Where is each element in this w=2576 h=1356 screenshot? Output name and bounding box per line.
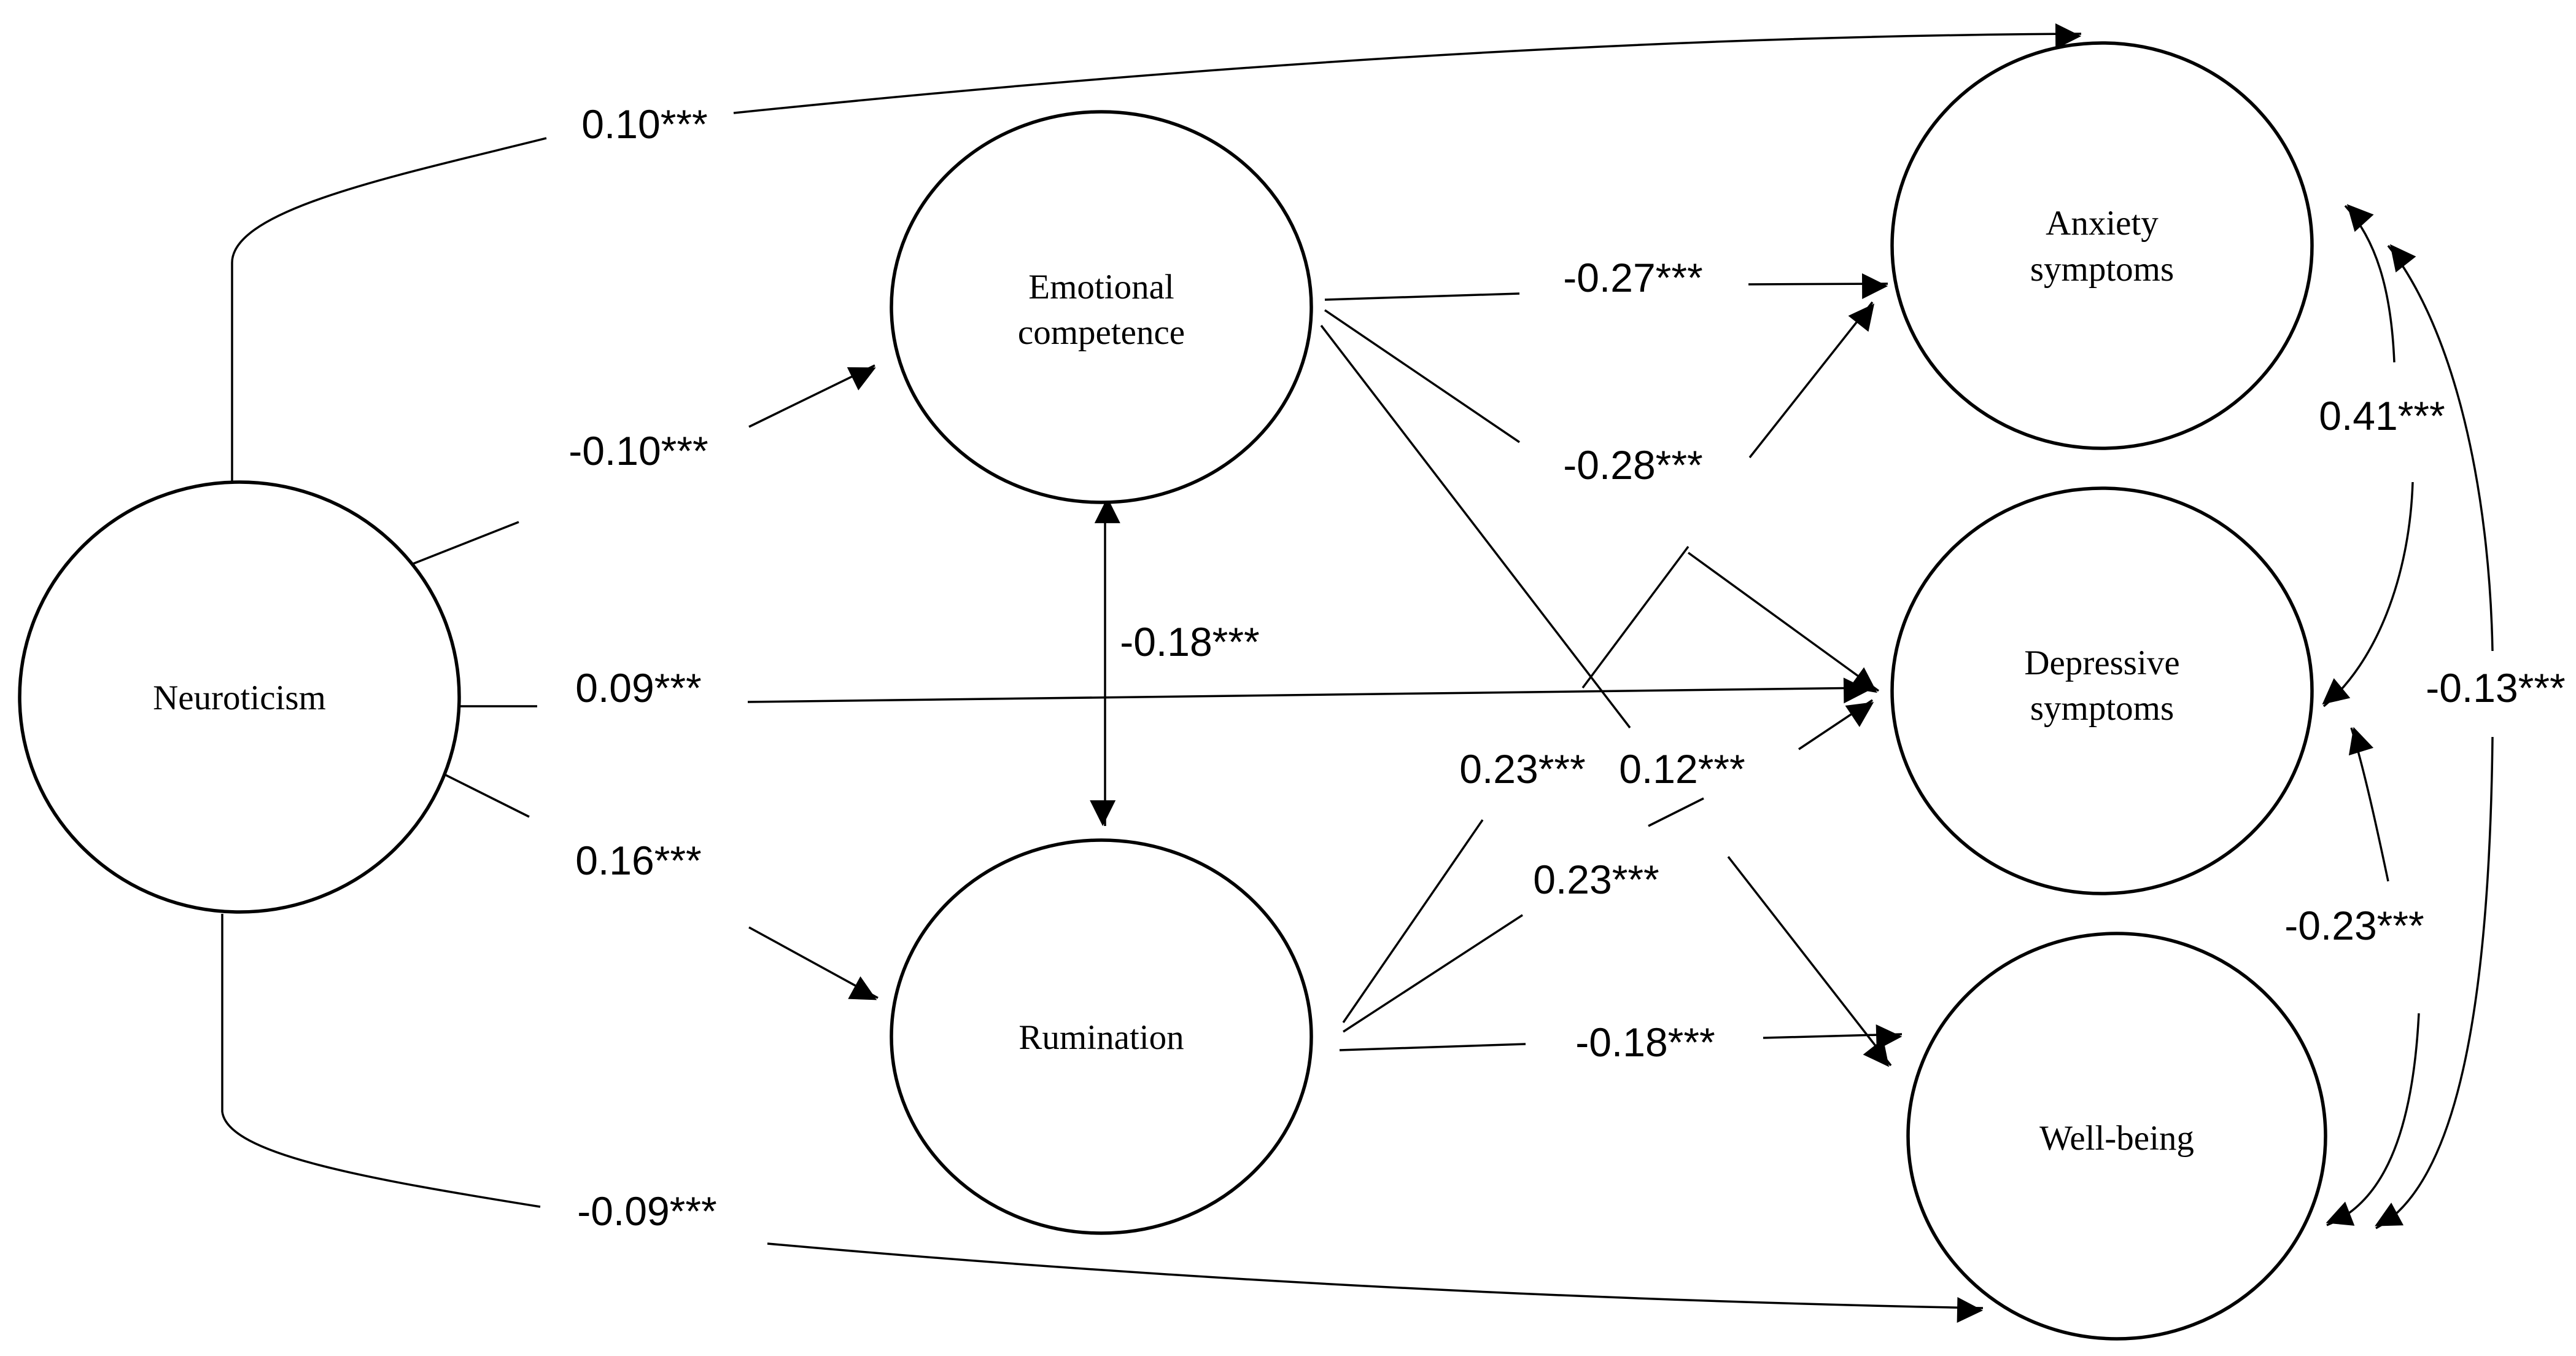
edge-rumination-anxiety <box>1342 819 1484 1023</box>
node-depressive-label-line2: symptoms <box>2030 689 2174 728</box>
node-emotional-competence: Emotional competence <box>890 110 1313 504</box>
coef-neuroticism-emocomp: -0.10*** <box>568 428 708 473</box>
node-emotional-competence-label-line1: Emotional <box>1028 268 1174 306</box>
coef-anxiety-depressive: 0.41*** <box>2319 393 2445 438</box>
coef-rumination-wellbeing: -0.18*** <box>1575 1019 1715 1065</box>
node-neuroticism-label: Neuroticism <box>153 679 326 717</box>
node-neuroticism: Neuroticism <box>18 480 461 914</box>
edge-neuroticism-wellbeing <box>221 914 541 1208</box>
edge-emocomp-depressive-arrow <box>1687 551 1880 693</box>
edge-rumination-wellbeing-arrow <box>1763 1024 1903 1050</box>
node-depressive-label-line1: Depressive <box>2024 644 2179 682</box>
coef-neuroticism-rumination: 0.16*** <box>575 838 702 883</box>
node-rumination-label: Rumination <box>1018 1018 1184 1057</box>
coef-emocomp-wellbeing: 0.12*** <box>1619 746 1745 792</box>
node-anxiety-label-line2: symptoms <box>2030 250 2174 289</box>
edge-emocomp-depressive <box>1324 309 1520 443</box>
coef-neuroticism-wellbeing: -0.09*** <box>577 1188 717 1234</box>
edge-anxiety-depressive-lower <box>2322 481 2414 707</box>
edge-neuroticism-rumination-arrow <box>748 926 879 1000</box>
coef-emocomp-anxiety: -0.27*** <box>1563 255 1703 300</box>
node-anxiety-label-line1: Anxiety <box>2046 204 2159 243</box>
edge-anxiety-wellbeing-lower <box>2375 736 2494 1229</box>
coef-neuroticism-anxiety: 0.10*** <box>581 101 708 147</box>
coef-emocomp-rumination: -0.18*** <box>1120 619 1260 664</box>
edge-neuroticism-wellbeing-arrow <box>767 1242 1984 1323</box>
edge-neuroticism-emocomp <box>402 521 519 569</box>
edge-rumination-depressive-arrow <box>1798 699 1874 750</box>
edge-rumination-anxiety-upper <box>1581 545 1690 689</box>
edge-rumination-wellbeing <box>1339 1043 1526 1051</box>
node-depressive: Depressive symptoms <box>1890 486 2314 895</box>
coef-depressive-wellbeing: -0.23*** <box>2284 903 2424 948</box>
edge-emocomp-wellbeing-arrow <box>1727 855 1892 1067</box>
edge-depressive-wellbeing <box>2348 727 2389 882</box>
coef-neuroticism-depressive: 0.09*** <box>575 665 702 711</box>
coef-rumination-anxiety: 0.23*** <box>1459 746 1586 792</box>
edge-neuroticism-emocomp-arrow <box>748 364 876 428</box>
edge-anxiety-depressive <box>2344 204 2396 363</box>
edge-neuroticism-depressive-arrow <box>747 677 1870 704</box>
coef-rumination-depressive: 0.23*** <box>1533 857 1659 902</box>
edge-depressive-wellbeing-lower <box>2326 1013 2420 1226</box>
node-rumination: Rumination <box>890 838 1313 1235</box>
edge-rumination-depressive <box>1343 914 1523 1033</box>
edge-emocomp-anxiety <box>1324 292 1520 301</box>
node-anxiety: Anxiety symptoms <box>1890 41 2314 450</box>
edge-emocomp-wellbeing <box>1320 324 1631 729</box>
coef-emocomp-depressive: -0.28*** <box>1563 442 1703 488</box>
coef-anxiety-wellbeing: -0.13*** <box>2426 665 2566 711</box>
edge-rumination-depressive-mid <box>1648 797 1704 827</box>
node-wellbeing: Well-being <box>1906 932 2327 1341</box>
edge-anxiety-wellbeing <box>2387 244 2494 652</box>
edge-neuroticism-anxiety-arrow <box>733 23 2082 114</box>
node-emotional-competence-label-line2: competence <box>1018 313 1185 352</box>
node-wellbeing-label: Well-being <box>2039 1119 2194 1158</box>
edge-neuroticism-anxiety <box>231 137 547 485</box>
edge-rumination-anxiety-arrow <box>1748 301 1875 459</box>
